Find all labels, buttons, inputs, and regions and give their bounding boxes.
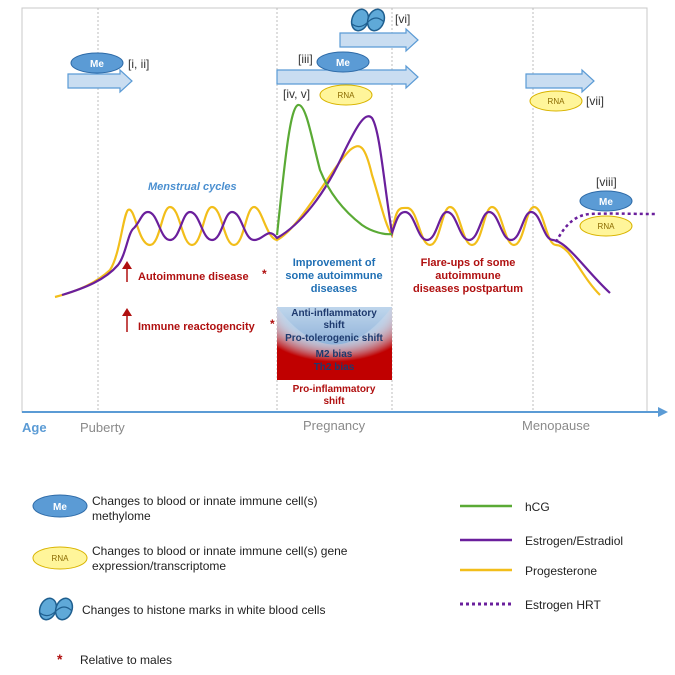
axis-label: Age bbox=[22, 420, 47, 435]
menstrual-cycles-label: Menstrual cycles bbox=[148, 181, 237, 193]
th2-bias-label: Th2 bias bbox=[314, 362, 355, 373]
immune-reactogencity-annotation: Immune reactogencity * bbox=[122, 308, 275, 333]
hcg-curve bbox=[275, 103, 393, 236]
rna-icon: RNA bbox=[319, 84, 373, 106]
legend-histone-item: Changes to histone marks in white blood … bbox=[38, 597, 325, 621]
svg-text:Changes to histone marks in wh: Changes to histone marks in white blood … bbox=[82, 603, 325, 617]
ref-viii: [viii] bbox=[596, 175, 617, 189]
legend-left: Me Changes to blood or innate immune cel… bbox=[32, 494, 348, 667]
pro-inflammatory-label: Pro-inflammatory bbox=[293, 384, 376, 395]
svg-text:Me: Me bbox=[336, 58, 350, 69]
estrogen-curve bbox=[61, 115, 611, 297]
estrogen-hrt-curve bbox=[554, 212, 656, 243]
ref-vi: [vi] bbox=[395, 12, 410, 26]
svg-text:methylome: methylome bbox=[92, 509, 151, 523]
histone-icon bbox=[38, 597, 74, 621]
arrow-i-ii bbox=[67, 68, 133, 94]
arrow-iii bbox=[276, 64, 419, 90]
me-icon: Me bbox=[316, 51, 370, 73]
age-axis-arrowhead bbox=[658, 407, 668, 417]
asterisk-icon: * bbox=[57, 651, 63, 667]
svg-text:RNA: RNA bbox=[52, 554, 70, 563]
rna-icon bbox=[32, 546, 88, 570]
ref-iv-v: [iv, v] bbox=[283, 87, 310, 101]
immune-shift-box: Anti-inflammatory shift Pro-tolerogenic … bbox=[277, 307, 392, 380]
immune-reactogencity-label: Immune reactogencity bbox=[138, 321, 256, 333]
svg-text:RNA: RNA bbox=[548, 97, 566, 106]
svg-text:RNA: RNA bbox=[338, 91, 356, 100]
stage-puberty: Puberty bbox=[80, 420, 125, 435]
svg-text:Me: Me bbox=[599, 197, 613, 208]
legend-asterisk-item: * Relative to males bbox=[57, 651, 172, 667]
svg-text:Me: Me bbox=[90, 59, 104, 70]
anti-inflammatory-label: Anti-inflammatory bbox=[291, 308, 377, 319]
autoimmune-disease-annotation: Autoimmune disease * bbox=[122, 261, 267, 283]
stage-menopause: Menopause bbox=[522, 418, 590, 433]
anti-inflammatory-label-2: shift bbox=[323, 320, 345, 331]
stage-pregnancy: Pregnancy bbox=[303, 418, 366, 433]
legend-hcg-label: hCG bbox=[525, 500, 550, 514]
pro-tolerogenic-label: Pro-tolerogenic shift bbox=[285, 333, 383, 344]
svg-text:diseases postpartum: diseases postpartum bbox=[413, 283, 523, 295]
svg-text:autoimmune: autoimmune bbox=[435, 270, 500, 282]
pro-inflammatory-label-2: shift bbox=[323, 396, 345, 407]
histone-icon bbox=[350, 8, 386, 32]
autoimmune-disease-label: Autoimmune disease bbox=[138, 271, 249, 283]
legend-hrt-label: Estrogen HRT bbox=[525, 598, 601, 612]
legend-me-item: Me Changes to blood or innate immune cel… bbox=[32, 494, 317, 523]
legend-right: hCG Estrogen/Estradiol Progesterone Estr… bbox=[460, 500, 623, 612]
legend-rna-item: RNA Changes to blood or innate immune ce… bbox=[32, 544, 348, 573]
improvement-label: Improvement of some autoimmune diseases bbox=[285, 257, 382, 295]
asterisk-mark: * bbox=[262, 267, 267, 281]
legend-estrogen-label: Estrogen/Estradiol bbox=[525, 534, 623, 548]
svg-text:Improvement of: Improvement of bbox=[293, 257, 376, 269]
ref-i-ii: [i, ii] bbox=[128, 57, 149, 71]
rna-icon: RNA bbox=[579, 215, 633, 237]
m2-bias-label: M2 bias bbox=[316, 349, 353, 360]
svg-text:Relative to males: Relative to males bbox=[80, 653, 172, 667]
svg-text:RNA: RNA bbox=[598, 222, 616, 231]
arrow-vii bbox=[525, 68, 595, 94]
svg-text:Flare-ups of some: Flare-ups of some bbox=[421, 257, 516, 269]
arrow-vi bbox=[339, 27, 419, 53]
flare-ups-label: Flare-ups of some autoimmune diseases po… bbox=[413, 257, 523, 295]
legend-progesterone-label: Progesterone bbox=[525, 564, 597, 578]
me-icon: Me bbox=[579, 190, 633, 212]
rna-icon: RNA bbox=[529, 90, 583, 112]
svg-text:Me: Me bbox=[53, 502, 67, 513]
asterisk-mark: * bbox=[270, 317, 275, 331]
svg-text:Changes to blood or innate imm: Changes to blood or innate immune cell(s… bbox=[92, 544, 348, 558]
ref-iii: [iii] bbox=[298, 52, 313, 66]
svg-text:Changes to blood or innate imm: Changes to blood or innate immune cell(s… bbox=[92, 494, 317, 508]
ref-vii: [vii] bbox=[586, 94, 604, 108]
me-icon: Me bbox=[70, 52, 124, 74]
svg-text:expression/transcriptome: expression/transcriptome bbox=[92, 559, 226, 573]
me-icon bbox=[32, 494, 88, 518]
svg-text:some autoimmune: some autoimmune bbox=[285, 270, 382, 282]
svg-text:diseases: diseases bbox=[311, 283, 357, 295]
